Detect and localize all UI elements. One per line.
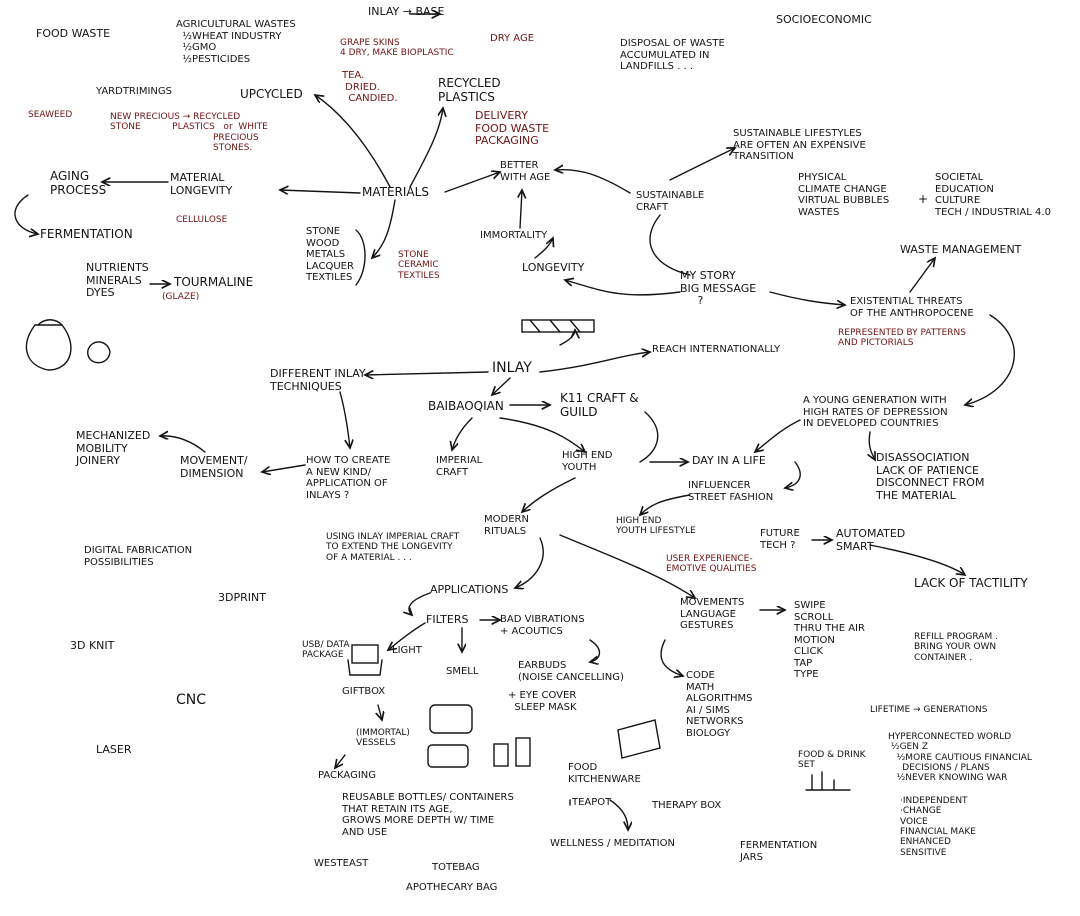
existential-threats-node: EXISTENTIAL THREATS OF THE ANTHROPOCENE xyxy=(850,296,974,319)
tea-dried-note: TEA. DRIED. CANDIED. xyxy=(342,70,398,105)
apothecary-label: APOTHECARY BAG xyxy=(406,882,497,894)
my-story-node: MY STORY BIG MESSAGE ? xyxy=(680,270,756,308)
tourmaline-node: TOURMALINE xyxy=(174,276,253,290)
waste-management-node: WASTE MANAGEMENT xyxy=(900,244,1021,257)
wellness-node: WELLNESS / MEDITATION xyxy=(550,838,675,850)
food-waste-label: FOOD WASTE xyxy=(36,28,110,41)
totebag-label: TOTEBAG xyxy=(432,862,480,874)
inlay-base-note: INLAY → BASE xyxy=(368,6,444,19)
teapot-node: TEAPOT xyxy=(572,797,611,809)
light-node: LIGHT xyxy=(392,645,422,657)
westeast-label: WESTEAST xyxy=(314,858,368,870)
seaweed-note: SEAWEED xyxy=(28,110,72,120)
plus-sign: + xyxy=(918,193,928,207)
socioeconomic-label: SOCIOECONOMIC xyxy=(776,14,872,27)
aging-process-node: AGING PROCESS xyxy=(50,170,106,198)
baibaoqian-node: BAIBAOQIAN xyxy=(428,400,504,414)
cellulose-note: CELLULOSE xyxy=(176,215,227,225)
lifetime-note: LIFETIME → GENERATIONS xyxy=(870,705,988,715)
young-generation-node: A YOUNG GENERATION WITH HIGH RATES OF DE… xyxy=(803,395,948,430)
nutrients-note: NUTRIENTS MINERALS DYES xyxy=(86,262,149,300)
future-tech-node: FUTURE TECH ? xyxy=(760,528,800,551)
reach-internationally-node: REACH INTERNATIONALLY xyxy=(652,344,780,356)
giftbox-node: GIFTBOX xyxy=(342,686,385,698)
swipe-list: SWIPE SCROLL THRU THE AIR MOTION CLICK T… xyxy=(794,600,865,681)
different-inlay-node: DIFFERENT INLAY TECHNIQUES xyxy=(270,368,366,393)
earbuds-node: EARBUDS (NOISE CANCELLING) xyxy=(518,660,624,683)
k11-node: K11 CRAFT & GUILD xyxy=(560,392,639,420)
disassociation-note: DISASSOCIATION LACK OF PATIENCE DISCONNE… xyxy=(876,452,984,503)
food-kitchenware-node: FOOD KITCHENWARE xyxy=(568,762,641,785)
dry-age-note: DRY AGE xyxy=(490,33,534,45)
immortality-node: IMMORTALITY xyxy=(480,230,547,242)
digital-fab-node: DIGITAL FABRICATION POSSIBILITIES xyxy=(84,545,192,568)
stone-list: STONE WOOD METALS LACQUER TEXTILES xyxy=(306,226,354,284)
high-end-lifestyle-node: HIGH END YOUTH LIFESTYLE xyxy=(616,516,696,537)
disposal-note: DISPOSAL OF WASTE ACCUMULATED IN LANDFIL… xyxy=(620,38,725,73)
therapy-box-node: THERAPY BOX xyxy=(652,800,721,812)
automated-smart-node: AUTOMATED SMART xyxy=(836,528,905,553)
lack-tactility-node: LACK OF TACTILITY xyxy=(914,577,1028,591)
code-list: CODE MATH ALGORITHMS AI / SIMS NETWORKS … xyxy=(686,670,753,739)
applications-node: APPLICATIONS xyxy=(430,584,508,597)
smell-node: SMELL xyxy=(446,666,478,678)
sustainable-craft-node: SUSTAINABLE CRAFT xyxy=(636,190,704,213)
packaging-node: PACKAGING xyxy=(318,770,376,782)
movement-node: MOVEMENT/ DIMENSION xyxy=(180,455,248,480)
using-inlay-note: USING INLAY IMPERIAL CRAFT TO EXTEND THE… xyxy=(326,532,459,563)
day-in-life-node: DAY IN A LIFE xyxy=(692,455,766,468)
eye-cover-node: + EYE COVER SLEEP MASK xyxy=(508,690,577,713)
filters-node: FILTERS xyxy=(426,614,468,627)
3d-knit-label: 3D KNIT xyxy=(70,640,114,653)
inlay-hub: INLAY xyxy=(492,360,532,376)
refill-note: REFILL PROGRAM . BRING YOUR OWN CONTAINE… xyxy=(914,632,998,663)
fermentation-jars-node: FERMENTATION JARS xyxy=(740,840,817,863)
societal-note: SOCIETAL EDUCATION CULTURE TECH / INDUST… xyxy=(935,172,1051,218)
upcycled-node: UPCYCLED xyxy=(240,88,303,102)
material-longevity-node: MATERIAL LONGEVITY xyxy=(170,172,232,197)
new-precious-note: NEW PRECIOUS → RECYCLED STONE PLASTICS o… xyxy=(110,112,268,153)
traits-list: ·INDEPENDENT ·CHANGE VOICE FINANCIAL MAK… xyxy=(900,796,976,858)
yardtrimmings-label: YARDTRIMINGS xyxy=(96,86,172,98)
movements-node: MOVEMENTS LANGUAGE GESTURES xyxy=(680,597,744,632)
hyperconnected-note: HYPERCONNECTED WORLD ½GEN Z ½MORE CAUTIO… xyxy=(888,732,1032,784)
delivery-note: DELIVERY FOOD WASTE PACKAGING xyxy=(475,110,549,148)
influencer-node: INFLUENCER STREET FASHION xyxy=(688,480,773,503)
laser-label: LASER xyxy=(96,744,131,757)
3dprint-label: 3DPRINT xyxy=(218,592,266,605)
better-with-age-node: BETTER WITH AGE xyxy=(500,160,550,183)
agricultural-wastes-note: AGRICULTURAL WASTES ½WHEAT INDUSTRY ½GMO… xyxy=(176,19,296,65)
bad-vibrations-node: BAD VIBRATIONS + ACOUTICS xyxy=(500,614,585,637)
fermentation-node: FERMENTATION xyxy=(40,228,133,242)
mechanized-note: MECHANIZED MOBILITY JOINERY xyxy=(76,430,150,468)
high-end-youth-node: HIGH END YOUTH xyxy=(562,450,612,473)
longevity-node: LONGEVITY xyxy=(522,262,584,275)
materials-hub: MATERIALS xyxy=(362,186,429,200)
usb-note: USB/ DATA PACKAGE xyxy=(302,640,350,661)
modern-rituals-node: MODERN RITUALS xyxy=(484,514,529,537)
cnc-label: CNC xyxy=(176,692,206,708)
user-experience-note: USER EXPERIENCE- EMOTIVE QUALITIES xyxy=(666,554,756,575)
how-to-create-node: HOW TO CREATE A NEW KIND/ APPLICATION OF… xyxy=(306,455,390,501)
grape-skins-note: GRAPE SKINS 4 DRY, MAKE BIOPLASTIC xyxy=(340,38,454,59)
imperial-craft-node: IMPERIAL CRAFT xyxy=(436,455,482,478)
represented-note: REPRESENTED BY PATTERNS AND PICTORIALS xyxy=(838,328,966,349)
recycled-plastics-node: RECYCLED PLASTICS xyxy=(438,77,501,105)
immortal-vessels-node: (IMMORTAL) VESSELS xyxy=(356,728,410,749)
stone-ceramic-note: STONE CERAMIC TEXTILES xyxy=(398,250,440,281)
glaze-note: (GLAZE) xyxy=(162,292,199,302)
sustainable-lifestyles-note: SUSTAINABLE LIFESTYLES ARE OFTEN AN EXPE… xyxy=(733,128,866,163)
physical-note: PHYSICAL CLIMATE CHANGE VIRTUAL BUBBLES … xyxy=(798,172,889,218)
reusable-note: REUSABLE BOTTLES/ CONTAINERS THAT RETAIN… xyxy=(342,792,514,838)
food-drink-note: FOOD & DRINK SET xyxy=(798,750,866,771)
